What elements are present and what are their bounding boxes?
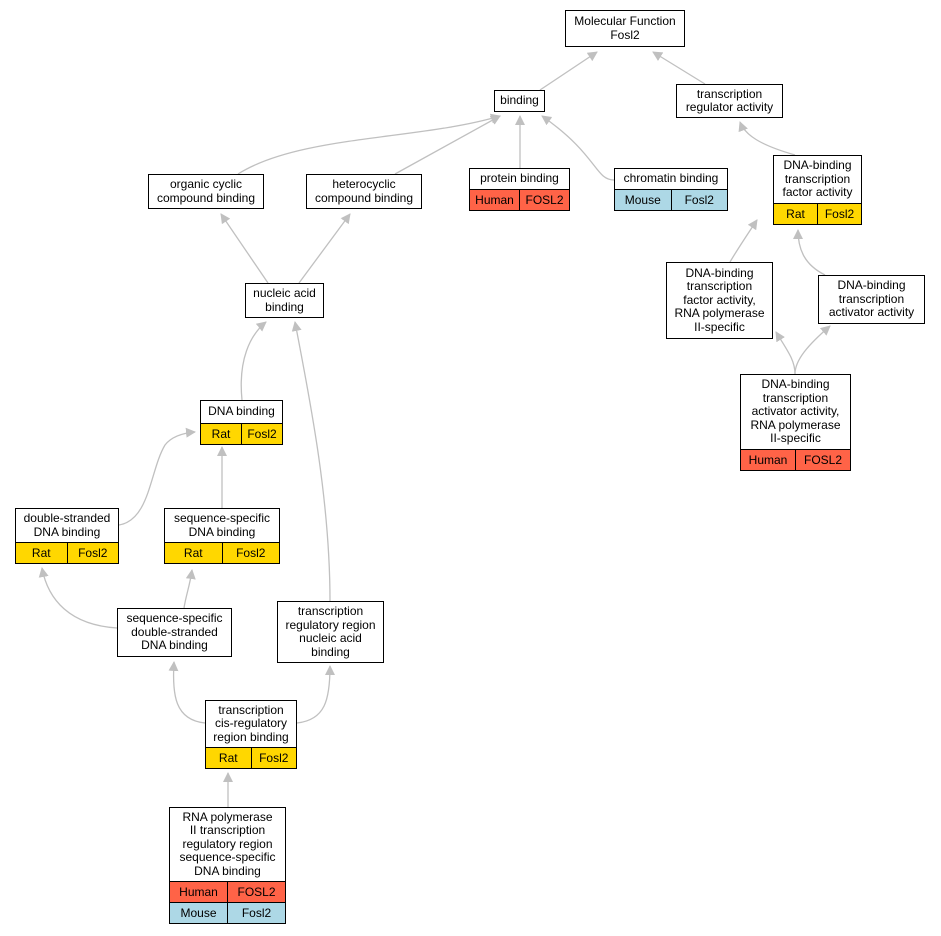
annotation-row: Rat Fosl2	[201, 423, 282, 444]
species-cell: Mouse	[624, 193, 661, 207]
edge-tcrrb-trrnab	[296, 665, 335, 724]
edge-dbtaa2-dbtfa2	[775, 331, 796, 375]
edge-dbtfa2-dbtfa	[729, 219, 758, 263]
gene-cell: Fosl2	[250, 748, 297, 768]
term-title: chromatin binding	[623, 171, 719, 186]
annotation-row: Human FOSL2	[741, 449, 850, 470]
species-cell: Rat	[218, 751, 238, 765]
term-title: DNA-binding transcription activator acti…	[750, 377, 841, 446]
annotation-row: Human FOSL2	[170, 881, 285, 902]
edge-trrnab-nab	[291, 321, 331, 602]
species-cell: Human	[179, 885, 218, 899]
species-cell: Human	[748, 453, 788, 467]
gene-cell: Fosl2	[241, 424, 282, 444]
gene-cell: FOSL2	[519, 190, 569, 210]
term-title: sequence-specific DNA binding	[173, 511, 271, 539]
edge-ssdsdb-dsdb	[38, 567, 118, 629]
edge-dsdb-db	[118, 427, 196, 526]
annotation-row: Rat Fosl2	[16, 542, 118, 563]
annotation-row: Rat Fosl2	[206, 747, 296, 768]
gene-cell: Fosl2	[670, 190, 728, 210]
term-title: binding	[500, 93, 539, 108]
species-cell: Human	[475, 193, 514, 207]
edge-nab-hcb	[298, 213, 351, 284]
term-node-dbtfa[interactable]: DNA-binding transcription factor activit…	[773, 155, 862, 225]
term-title: protein binding	[480, 171, 559, 186]
gene-cell: Fosl2	[221, 543, 280, 563]
species-cell: Rat	[183, 546, 203, 560]
term-node-binding[interactable]: binding	[494, 90, 545, 112]
term-node-dbtaa2[interactable]: DNA-binding transcription activator acti…	[740, 374, 851, 471]
term-node-dbtaa[interactable]: DNA-binding transcription activator acti…	[818, 275, 925, 324]
term-node-mf[interactable]: Molecular Function Fosl2	[565, 10, 685, 47]
annotation-row: Mouse Fosl2	[615, 189, 727, 210]
term-node-hcb[interactable]: heterocyclic compound binding	[306, 174, 422, 209]
term-title: heterocyclic compound binding	[314, 177, 414, 205]
term-node-dbtfa2[interactable]: DNA-binding transcription factor activit…	[666, 262, 773, 339]
gene-cell: Fosl2	[817, 204, 861, 224]
gene-cell: FOSL2	[795, 450, 850, 470]
term-title: organic cyclic compound binding	[156, 177, 256, 205]
edge-tra-mf	[652, 51, 706, 85]
term-node-tra[interactable]: transcription regulator activity	[676, 84, 783, 118]
term-node-nab[interactable]: nucleic acid binding	[245, 283, 324, 318]
term-node-ssdsdb[interactable]: sequence-specific double-stranded DNA bi…	[117, 608, 232, 657]
term-title: DNA-binding transcription factor activit…	[782, 158, 853, 200]
species-cell: Rat	[786, 207, 805, 221]
edge-binding-mf	[539, 51, 598, 91]
edge-dbtaa-dbtfa	[793, 229, 826, 276]
term-title: transcription cis-regulatory region bind…	[213, 702, 289, 744]
annotation-row: Rat Fosl2	[165, 542, 279, 563]
term-node-tcrrb[interactable]: transcription cis-regulatory region bind…	[205, 700, 297, 769]
term-node-trrnab[interactable]: transcription regulatory region nucleic …	[277, 601, 384, 663]
annotation-row: Rat Fosl2	[774, 203, 861, 224]
edge-ssdsdb-ssdb	[183, 569, 196, 609]
species-cell: Rat	[211, 427, 231, 441]
edge-hcb-binding	[394, 115, 501, 175]
species-cell: Mouse	[180, 906, 217, 920]
annotation-row: Human FOSL2	[470, 189, 569, 210]
edge-nab-ocb	[220, 213, 269, 284]
term-title: DNA-binding transcription activator acti…	[828, 278, 915, 320]
species-cell: Rat	[31, 546, 51, 560]
term-title: DNA-binding transcription factor activit…	[674, 265, 765, 334]
gene-cell: Fosl2	[66, 543, 119, 563]
edge-cb-binding	[541, 115, 615, 181]
term-node-rnap[interactable]: RNA polymerase II transcription regulato…	[169, 807, 286, 924]
gene-cell: FOSL2	[227, 882, 285, 902]
edge-db-nab	[240, 321, 267, 401]
term-title: RNA polymerase II transcription regulato…	[179, 809, 276, 878]
edge-dbtaa2-dbtaa	[794, 325, 831, 375]
edge-ocb-binding	[237, 113, 501, 175]
edge-tcrrb-ssdsdb	[168, 661, 206, 724]
term-title: Molecular Function Fosl2	[574, 14, 676, 42]
term-title: double-stranded DNA binding	[23, 511, 111, 539]
term-title: sequence-specific double-stranded DNA bi…	[126, 611, 223, 653]
gene-cell: Fosl2	[227, 903, 285, 923]
term-title: transcription regulator activity	[685, 86, 774, 114]
term-title: transcription regulatory region nucleic …	[285, 604, 376, 659]
term-title: DNA binding	[208, 404, 275, 419]
term-title: nucleic acid binding	[253, 286, 316, 314]
term-node-ocb[interactable]: organic cyclic compound binding	[148, 174, 264, 209]
annotation-row: Mouse Fosl2	[170, 902, 285, 923]
edge-dbtfa-tra	[738, 121, 796, 156]
